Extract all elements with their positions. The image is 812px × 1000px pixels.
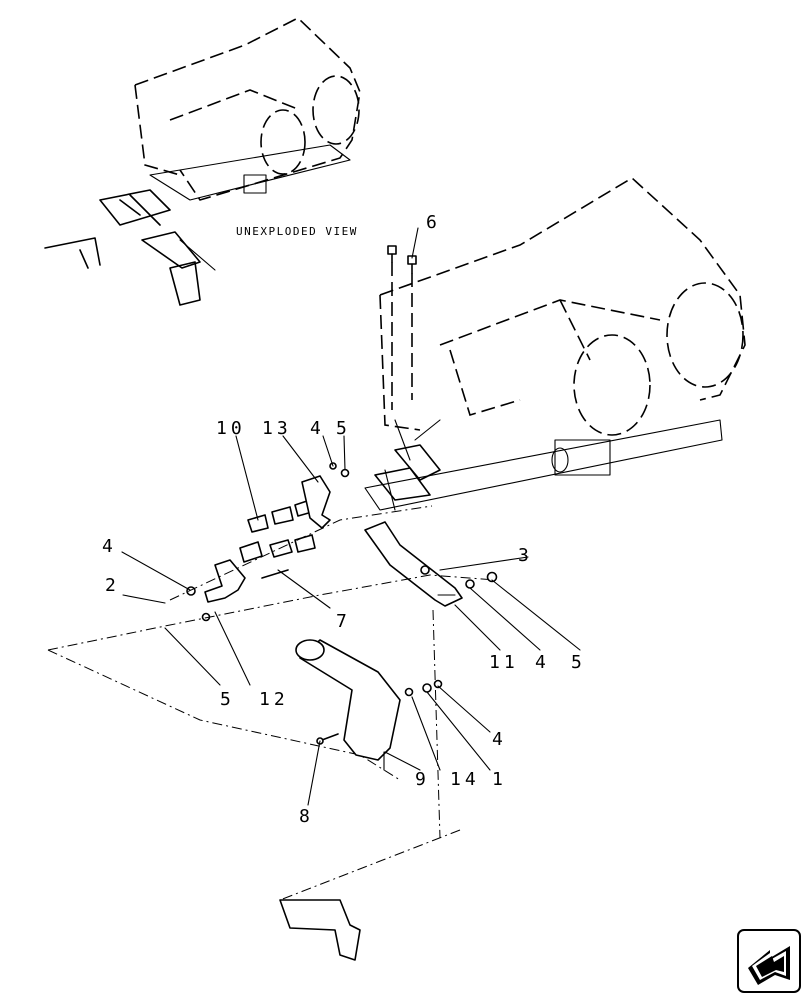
assembly-line-loop xyxy=(47,649,401,781)
latch-assembly xyxy=(186,475,331,622)
callout-5-top: 5 xyxy=(336,418,351,439)
navigation-arrow-icon[interactable] xyxy=(737,929,801,993)
assembly-line-lower xyxy=(47,574,496,651)
callout-10: 10 xyxy=(216,418,246,439)
callout-13: 13 xyxy=(262,418,292,439)
bolt-part-6 xyxy=(387,245,417,410)
callout-11: 11 xyxy=(489,652,519,673)
callout-4-left: 4 xyxy=(102,536,117,557)
leader-lines xyxy=(121,227,581,806)
assembly-line-left xyxy=(169,505,433,601)
callout-4-handle: 4 xyxy=(492,729,507,750)
callout-6: 6 xyxy=(426,212,441,233)
main-housing-phantom xyxy=(364,177,746,511)
callout-2: 2 xyxy=(105,575,120,596)
callout-9: 9 xyxy=(415,769,430,790)
callout-3: 3 xyxy=(518,545,533,566)
callout-7: 7 xyxy=(336,611,351,632)
lever-part-bottom xyxy=(279,899,361,961)
callout-4-right: 4 xyxy=(535,652,550,673)
unexploded-view-caption: UNEXPLODED VIEW xyxy=(236,225,358,238)
callout-labels: 6 10 13 4 5 4 2 7 5 12 3 11 4 5 4 14 1 9… xyxy=(102,212,586,827)
assembly-line-bottom xyxy=(279,829,461,901)
callout-12: 12 xyxy=(259,689,289,710)
callout-1: 1 xyxy=(492,769,507,790)
callout-14: 14 xyxy=(450,769,480,790)
callout-8: 8 xyxy=(299,806,314,827)
callout-5-left: 5 xyxy=(220,689,235,710)
callout-5-right: 5 xyxy=(571,652,586,673)
bracket-part-11 xyxy=(364,521,463,607)
unexploded-view-inset xyxy=(44,17,361,306)
callout-4-top: 4 xyxy=(310,418,325,439)
